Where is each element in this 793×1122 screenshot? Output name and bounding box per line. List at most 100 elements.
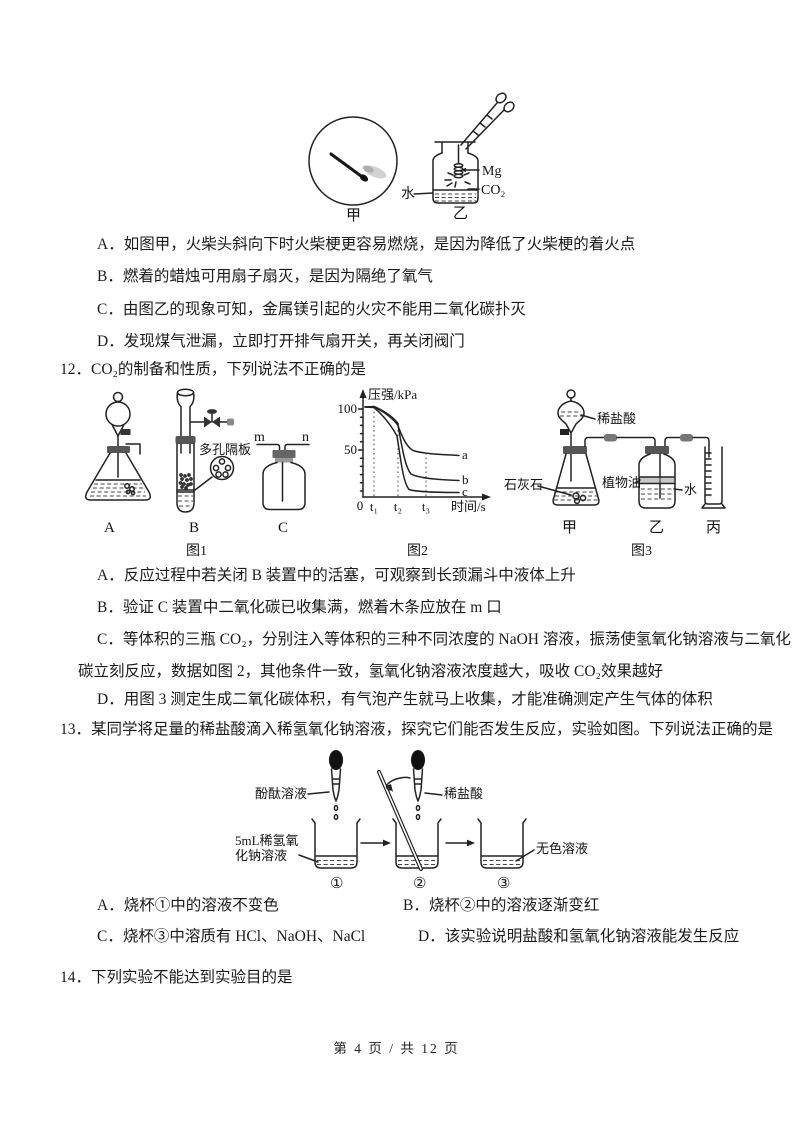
y-axis-arrow bbox=[359, 389, 367, 398]
fig3-caption: 图3 bbox=[631, 544, 652, 559]
label-yi: 乙 bbox=[453, 206, 468, 222]
curve-c-label: c bbox=[462, 484, 468, 499]
test-tube bbox=[176, 443, 195, 513]
label-apparatus-b: B bbox=[189, 520, 199, 536]
q12-figure2-chart: 压强/kPa 100 50 a b c 0 t₁ t₂ t₃ 时间/s 图2 bbox=[338, 387, 491, 559]
q12-option-a: A．反应过程中若关闭 B 装置中的活塞，可观察到长颈漏斗中液体上升 bbox=[97, 567, 576, 584]
beaker-1: 5mL稀氢氧 化钠溶液 ① bbox=[235, 818, 361, 892]
q11-figure: 甲 bbox=[308, 92, 515, 224]
curve-a-label: a bbox=[462, 447, 468, 462]
drop bbox=[415, 804, 421, 812]
flask-jia-limestone: 石灰石 甲 bbox=[504, 446, 600, 536]
stopcock bbox=[560, 429, 569, 435]
label-jia: 甲 bbox=[562, 520, 577, 536]
q11-option-c: C．由图乙的现象可知，金属镁引起的火灾不能用二氧化碳扑灭 bbox=[97, 301, 526, 318]
apparatus-a-separating-funnel-flask: A bbox=[84, 391, 152, 536]
porous-plate-detail bbox=[209, 455, 235, 481]
cylinder-body bbox=[704, 446, 723, 505]
label-n-port: n bbox=[302, 430, 309, 445]
bottle-cap bbox=[272, 450, 296, 458]
bottle-body bbox=[262, 461, 306, 511]
label-jia: 甲 bbox=[346, 208, 361, 224]
x-tick-t3: t₃ bbox=[422, 499, 430, 514]
drop bbox=[333, 813, 339, 821]
y-tick-100: 100 bbox=[338, 401, 358, 416]
q11-option-a: A．如图甲，火柴头斜向下时火柴梗更容易燃烧，是因为降低了火柴梗的着火点 bbox=[97, 236, 636, 253]
q12-figure1: A 多孔隔板 bbox=[84, 388, 310, 559]
graduations bbox=[705, 452, 712, 496]
curve-b bbox=[364, 406, 460, 482]
y-axis-label: 压强/kPa bbox=[368, 387, 417, 402]
beaker-3: 无色溶液 ③ bbox=[477, 818, 588, 892]
label-beaker1: ① bbox=[330, 876, 343, 892]
gas-jar-diagram: Mg CO₂ 水 乙 bbox=[401, 92, 515, 222]
mg-arrowhead bbox=[461, 167, 466, 173]
label-porous-plate: 多孔隔板 bbox=[199, 442, 251, 457]
x-tick-t1: t₁ bbox=[370, 499, 378, 514]
beaker bbox=[392, 818, 442, 869]
label-dilute-acid: 稀盐酸 bbox=[444, 786, 483, 801]
label-vegetable-oil: 植物油 bbox=[602, 475, 641, 490]
tube-connector bbox=[680, 434, 693, 442]
q13-figure: 酚酞溶液 5mL稀氢氧 化钠溶液 ① 稀盐酸 bbox=[235, 750, 588, 892]
label-colorless: 无色溶液 bbox=[536, 841, 588, 856]
curve-b-label: b bbox=[462, 472, 469, 487]
label-beaker2: ② bbox=[413, 876, 426, 892]
q12-stem: 12．CO₂的制备和性质，下列说法不正确的是 bbox=[60, 361, 366, 378]
beaker-2: ② bbox=[377, 770, 442, 892]
x-tick-0: 0 bbox=[357, 498, 364, 513]
q11-option-d: D．发现煤气泄漏，立即打开排气扇开关，再关闭阀门 bbox=[97, 333, 465, 350]
tube-connector bbox=[604, 434, 617, 442]
label-naoh-line1: 5mL稀氢氧 bbox=[235, 833, 299, 848]
rubber-stopper bbox=[175, 436, 196, 444]
apparatus-b-tube-porous-plate: 多孔隔板 B 图1 bbox=[175, 388, 251, 559]
rubber-stopper bbox=[107, 446, 130, 453]
label-apparatus-c: C bbox=[278, 520, 288, 536]
label-limestone: 石灰石 bbox=[504, 477, 543, 492]
label-m-port: m bbox=[254, 430, 265, 445]
curve-c bbox=[364, 406, 460, 494]
label-beaker3: ③ bbox=[497, 876, 510, 892]
x-axis-arrow bbox=[482, 493, 491, 501]
q12-option-c-line1: C．等体积的三瓶 CO₂，分别注入等体积的三种不同浓度的 NaOH 溶液，振荡使… bbox=[97, 631, 791, 648]
bottle-body bbox=[638, 453, 676, 509]
q13-option-d: D．该实验说明盐酸和氢氧化钠溶液能发生反应 bbox=[418, 928, 740, 945]
conical-flask bbox=[552, 453, 600, 506]
connecting-tubes bbox=[584, 434, 710, 458]
beaker bbox=[311, 818, 361, 869]
y-tick-50: 50 bbox=[344, 442, 357, 457]
jar-body bbox=[432, 152, 479, 204]
q14-stem: 14．下列实验不能达到实验目的是 bbox=[60, 969, 293, 986]
smoke-inner bbox=[362, 165, 374, 173]
label-water: 水 bbox=[401, 186, 415, 202]
stir-rotation-arrow bbox=[385, 776, 411, 791]
label-phenolphthalein: 酚酞溶液 bbox=[255, 786, 307, 801]
separating-funnel: 稀盐酸 bbox=[557, 389, 636, 482]
match-circle-diagram: 甲 bbox=[308, 116, 398, 224]
q13-option-b: B．烧杯②中的溶液逐渐变红 bbox=[403, 897, 600, 914]
beaker bbox=[477, 818, 527, 869]
label-co2: CO₂ bbox=[481, 183, 505, 198]
oil-layer bbox=[640, 477, 674, 484]
stopcock bbox=[120, 429, 131, 435]
x-tick-t2: t₂ bbox=[394, 499, 402, 514]
apparatus-c-gas-bottle: m n C bbox=[254, 430, 310, 536]
drop bbox=[415, 813, 421, 821]
dropper-phenolphthalein: 酚酞溶液 bbox=[255, 750, 343, 821]
q12-option-b: B．验证 C 装置中二氧化碳已收集满，燃着木条应放在 m 口 bbox=[97, 599, 502, 616]
dropper-dilute-acid: 稀盐酸 bbox=[411, 750, 483, 821]
label-dilute-acid: 稀盐酸 bbox=[597, 411, 636, 426]
smoke bbox=[363, 165, 387, 179]
q13-option-a: A．烧杯①中的溶液不变色 bbox=[97, 897, 279, 914]
granules bbox=[178, 473, 193, 490]
label-water: 水 bbox=[684, 482, 697, 497]
curve-a bbox=[364, 405, 460, 457]
match-stick bbox=[329, 152, 363, 178]
fig1-caption: 图1 bbox=[186, 544, 207, 559]
q11-option-b: B．燃着的蜡烛可用扇子扇灭，是因为隔绝了氧气 bbox=[97, 268, 433, 285]
match-head bbox=[359, 174, 369, 182]
q12-figure3: 稀盐酸 石灰石 甲 bbox=[504, 389, 726, 559]
label-yi: 乙 bbox=[649, 520, 664, 536]
delivery-tube bbox=[125, 443, 141, 455]
